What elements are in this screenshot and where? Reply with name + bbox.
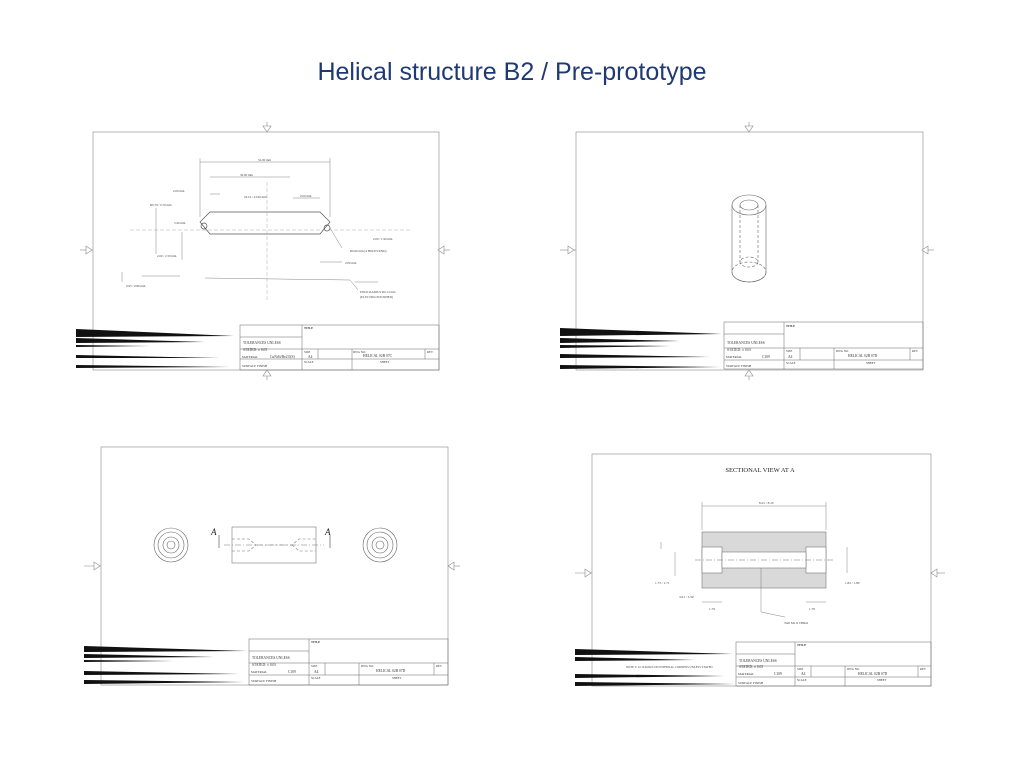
tb-dwg-label: DWG NO: [353, 350, 366, 354]
tb-size-label: SIZE: [786, 349, 793, 353]
tb-scale-label: SCALE: [786, 361, 796, 365]
tb-material: C109: [288, 670, 296, 674]
tb-size: A4: [308, 355, 313, 359]
side-view-bushing: [224, 526, 324, 564]
tb-finish-label: SURFACE FINISH: [726, 364, 752, 368]
dim-thickness: 0.95 / 0.89 mm: [126, 284, 146, 288]
tb-stated: STATED: ± 0.05: [243, 348, 267, 352]
tb-title-label: TITLE: [786, 324, 795, 328]
tap-note: TAP M1.6 THRO: [784, 621, 809, 625]
tb-dwg-label: DWG NO: [847, 667, 860, 671]
tb-title-label: TITLE: [304, 326, 313, 330]
tb-dwg: HELICAL 02B 07C: [363, 354, 393, 358]
tb-stated: STATED: ± 0.05: [739, 665, 763, 669]
tb-scale-label: SCALE: [311, 676, 321, 680]
tb-tolerances: TOLERANCES UNLESS: [243, 341, 281, 345]
dim-bottom-right: 1.79: [809, 607, 815, 611]
title-block: [735, 641, 932, 687]
note-2: NOTE 2: 0.1 RADIUS ON INTERNAL CORNERS U…: [626, 665, 713, 669]
tb-scale-label: SCALE: [797, 678, 807, 682]
tb-sheet-label: SHEET: [392, 676, 402, 680]
tb-sheet-label: SHEET: [866, 361, 876, 365]
dim-hole: R0.60 mm (4 HOLES/END): [350, 249, 386, 253]
tb-scale-label: SCALE: [304, 360, 314, 364]
tb-title-label: TITLE: [797, 643, 806, 647]
title-block: [248, 638, 449, 686]
tb-material-label: MATERIAL: [251, 670, 267, 674]
tb-material: C109: [762, 355, 770, 359]
tb-rev-label: REV: [427, 350, 434, 354]
section-label-left: A: [210, 527, 217, 537]
dim-side: 2.00 / 1.90 mm: [373, 237, 393, 241]
dim-right: 1.82 / 1.80: [845, 581, 860, 585]
dim-radius: R0.79 / 0.76 mm: [150, 203, 172, 207]
drawing-sheet-4: SECTIONAL VIEW AT A 8.25 / 8.19 1.73 / 1…: [575, 452, 955, 692]
title-block: [723, 321, 924, 370]
tb-dwg: HELICAL 02B 07D: [848, 354, 878, 358]
scan-artifact: [76, 329, 234, 368]
dim-inner: 30.00 mm: [240, 173, 253, 177]
title-block: [239, 324, 440, 371]
dim-left-b: 3.61 / 3.59: [679, 595, 694, 599]
dim-height: 5.40 mm: [174, 221, 186, 225]
tb-tolerances: TOLERANCES UNLESS: [727, 341, 765, 345]
dim-right: 2.00 mm: [300, 194, 312, 198]
tb-dwg-label: DWG NO: [361, 664, 374, 668]
tb-material-label: MATERIAL: [726, 355, 742, 359]
dim-left: 2.00 mm: [173, 189, 185, 193]
dim-bottom-left: 1.79: [709, 607, 715, 611]
tb-rev-label: REV: [912, 349, 919, 353]
tb-sheet-label: SHEET: [877, 678, 887, 682]
end-view-left: [153, 527, 189, 563]
tb-size: A4: [801, 672, 806, 676]
strip-outline: [199, 211, 331, 235]
tb-dwg: HELICAL 02B 07D: [858, 672, 888, 676]
tb-stated: STATED: ± 0.05: [252, 663, 276, 667]
drawing-sheet-1: 52.00 mm 30.00 mm 2.00 mm 24.16 / 23.00 …: [76, 122, 450, 380]
tb-size: A4: [788, 355, 793, 359]
tb-material: C109: [774, 672, 782, 676]
drawing-sheet-3: A A TITLE TOLERANCES UNLESS STATED: ± 0.…: [84, 445, 460, 690]
tb-dwg-label: DWG NO: [836, 349, 849, 353]
note-polish: (ELECTRO-POLISHED): [360, 295, 393, 299]
dim-left-a: 1.73 / 1.71: [655, 581, 670, 585]
tb-rev-label: REV: [436, 664, 443, 668]
tb-finish-label: SURFACE FINISH: [242, 364, 268, 368]
end-view-right: [362, 527, 398, 563]
drawing-sheet-2: TITLE TOLERANCES UNLESS STATED: ± 0.05 M…: [560, 122, 934, 380]
tb-material-label: MATERIAL: [738, 672, 754, 676]
tb-dwg: HELICAL 02B 07D: [376, 669, 406, 673]
slide-title: Helical structure B2 / Pre-prototype: [317, 58, 707, 86]
isometric-bushing: [731, 194, 767, 283]
dim-center: 24.16 / 23.00 mm: [244, 195, 267, 199]
section-view: [695, 531, 833, 589]
tb-sheet-label: SHEET: [380, 360, 390, 364]
tb-tolerances: TOLERANCES UNLESS: [739, 659, 777, 663]
section-label-right: A: [324, 527, 331, 537]
dim-bottom: 2.00 mm: [345, 261, 357, 265]
tb-finish-label: SURFACE FINISH: [738, 681, 764, 685]
dim-overall: 52.00 mm: [258, 158, 271, 162]
dim-left-low: 2.60 / 2.50 mm: [157, 254, 177, 258]
tb-stated: STATED: ± 0.05: [727, 348, 751, 352]
tb-material-label: MATERIAL: [242, 355, 258, 359]
tb-size-label: SIZE: [311, 664, 318, 668]
tb-title-label: TITLE: [311, 640, 320, 644]
tb-size-label: SIZE: [304, 350, 311, 354]
tb-size: A4: [314, 670, 319, 674]
tb-size-label: SIZE: [797, 667, 804, 671]
tb-tolerances: TOLERANCES UNLESS: [252, 656, 290, 660]
tb-rev-label: REV: [920, 667, 927, 671]
dim-top: 8.25 / 8.19: [759, 501, 774, 505]
scan-artifact: [84, 646, 247, 684]
note-edge: EDGE RADIUS R0.13 mm: [360, 290, 396, 294]
tb-material: CuNiSi/Be2.0(S): [270, 355, 295, 359]
tb-finish-label: SURFACE FINISH: [251, 679, 277, 683]
section-heading: SECTIONAL VIEW AT A: [725, 467, 795, 474]
scan-artifact: [560, 328, 722, 369]
scan-artifact: [575, 649, 735, 686]
